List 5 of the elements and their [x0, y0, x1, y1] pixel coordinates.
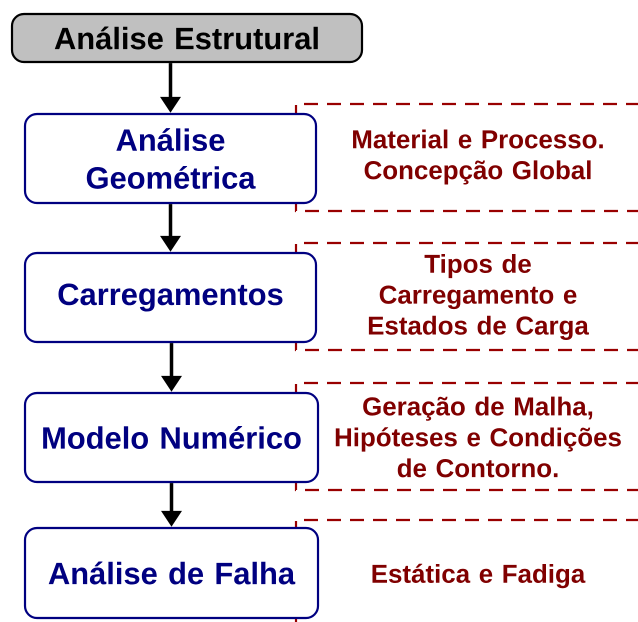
process-box: Modelo Numérico — [24, 392, 320, 484]
process-box: Carregamentos — [24, 252, 318, 344]
process-box: Análise de Falha — [24, 526, 320, 620]
process-box: Análise Geométrica — [24, 112, 318, 204]
title-box: Análise Estrutural — [10, 12, 364, 64]
